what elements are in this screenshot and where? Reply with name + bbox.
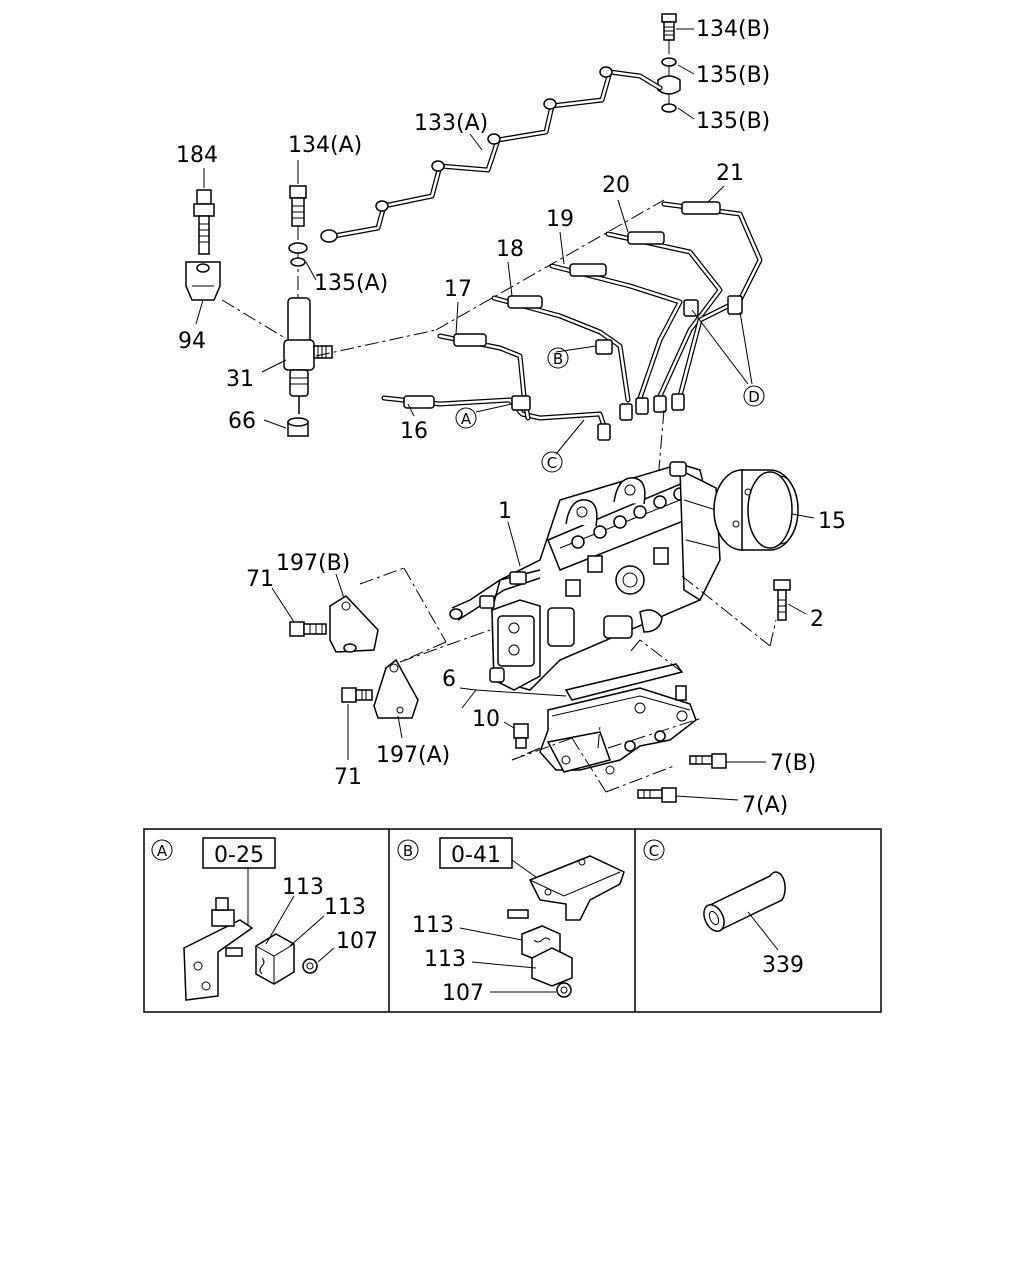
bolt-7b [689, 753, 727, 769]
injection-pipes-16-21 [381, 201, 763, 441]
panel-c-marker: C [649, 842, 659, 860]
pump-bracket [539, 663, 697, 775]
panel-b-label-113-2: 113 [424, 947, 466, 972]
washer-135b-lower [661, 103, 677, 113]
callout-19: 19 [546, 207, 574, 232]
svg-text:B: B [553, 350, 563, 368]
detail-panels-frame [143, 828, 882, 1013]
callout-71-lower: 71 [334, 765, 362, 790]
banjo-fitting [657, 75, 681, 95]
callout-18: 18 [496, 237, 524, 262]
injection-pump-1 [449, 461, 721, 691]
panel-a-label-113-1: 113 [282, 875, 324, 900]
callout-10: 10 [472, 707, 500, 732]
nut-66 [287, 417, 309, 437]
callout-16: 16 [400, 419, 428, 444]
banjo-bolt-134b [661, 13, 677, 41]
timer-coupling-15 [713, 469, 799, 551]
panel-c-label-339: 339 [762, 953, 804, 978]
panel-a-label-113-2: 113 [324, 895, 366, 920]
svg-text:C: C [547, 454, 557, 472]
panel-b-label-107: 107 [442, 981, 484, 1006]
svg-text:A: A [461, 410, 472, 428]
callout-71-upper: 71 [246, 567, 274, 592]
callout-133a: 133(A) [414, 111, 488, 136]
bolt-71-lower [341, 687, 373, 703]
callout-184: 184 [176, 143, 218, 168]
injector-clamp-94 [185, 261, 221, 301]
marker-c: C [541, 451, 563, 473]
callout-135a: 135(A) [314, 271, 388, 296]
bolt-10 [513, 723, 529, 749]
callout-66: 66 [228, 409, 256, 434]
bolt-2 [773, 579, 791, 621]
callout-15: 15 [818, 509, 846, 534]
callout-7a: 7(A) [742, 793, 788, 818]
panel-a-ref-box: 0-25 [214, 843, 264, 868]
leak-off-pipe-133a [320, 66, 663, 243]
panel-b-marker: B [403, 842, 413, 860]
bolt-7a [637, 787, 677, 803]
svg-text:D: D [748, 388, 760, 406]
bolt-184 [193, 189, 215, 255]
callout-21: 21 [716, 161, 744, 186]
panel-a-marker: A [157, 842, 168, 860]
callout-20: 20 [602, 173, 630, 198]
marker-a: A [455, 407, 477, 429]
callout-7b: 7(B) [770, 751, 816, 776]
callout-94: 94 [178, 329, 206, 354]
callout-31: 31 [226, 367, 254, 392]
callout-17: 17 [444, 277, 472, 302]
callout-1: 1 [498, 499, 512, 524]
fuel-injector-31 [283, 297, 333, 414]
detail-panel-c: C 339 [643, 839, 804, 978]
bracket-197a [373, 658, 419, 719]
bracket-197b [329, 595, 379, 653]
callout-135b-lower: 135(B) [696, 109, 770, 134]
bolt-134a [289, 185, 307, 227]
panel-b-label-113-1: 113 [412, 913, 454, 938]
callout-2: 2 [810, 607, 824, 632]
marker-d: D [743, 385, 765, 407]
detail-panel-a: A 0-25 113 113 107 [151, 837, 378, 1001]
callout-197a: 197(A) [376, 743, 450, 768]
callout-197b: 197(B) [276, 551, 350, 576]
panel-a-label-107: 107 [336, 929, 378, 954]
callout-134b: 134(B) [696, 17, 770, 42]
marker-b: B [547, 347, 569, 369]
washer-135a-upper [288, 242, 308, 254]
washer-135a-lower [290, 257, 306, 267]
bolt-71-upper [289, 621, 327, 637]
callout-134a: 134(A) [288, 133, 362, 158]
panel-b-ref-box: 0-41 [451, 843, 501, 868]
callout-6: 6 [442, 667, 456, 692]
detail-panel-b: B 0-41 113 113 107 [397, 837, 625, 1006]
washer-135b-upper [661, 57, 677, 67]
callout-135b-upper: 135(B) [696, 63, 770, 88]
